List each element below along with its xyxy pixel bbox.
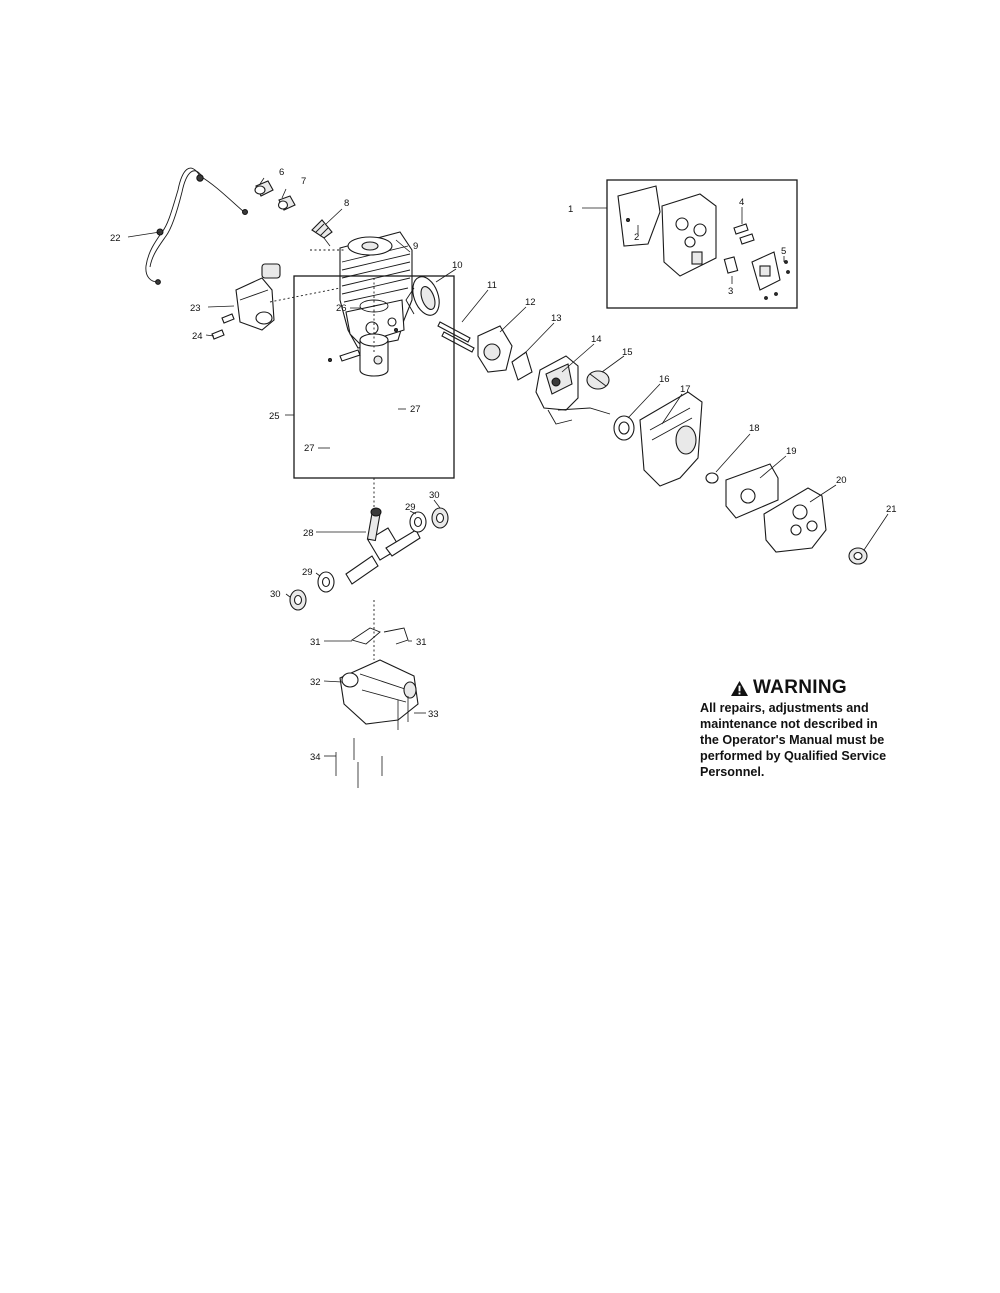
part-15-choke — [586, 370, 610, 390]
part-11-bolts — [437, 321, 475, 353]
callout-8: 8 — [344, 198, 349, 209]
part-14-carburetor — [535, 355, 611, 425]
kit-box-25 — [293, 275, 455, 479]
callout-18: 18 — [749, 423, 760, 434]
warning-line-1: All repairs, adjustments and — [700, 701, 869, 715]
assembly-lines — [269, 249, 375, 660]
callout-15: 15 — [622, 347, 633, 358]
part-29-seal-upper — [409, 511, 427, 533]
callout-30-lower: 30 — [270, 589, 281, 600]
callout-1: 1 — [568, 204, 573, 215]
callout-29-lower: 29 — [302, 567, 313, 578]
callout-22: 22 — [110, 233, 121, 244]
part-33-screws — [397, 696, 409, 730]
warning-title: WARNING — [753, 677, 847, 698]
callout-9: 9 — [413, 241, 418, 252]
part-31-clips — [350, 627, 409, 645]
callout-33: 33 — [428, 709, 439, 720]
part-8-spark-plug — [311, 219, 333, 247]
callout-4: 4 — [739, 197, 744, 208]
warning-line-2: maintenance not described in — [700, 717, 878, 731]
part-19-plate — [725, 463, 779, 519]
callout-32: 32 — [310, 677, 321, 688]
callout-2: 2 — [634, 232, 639, 243]
callout-numbers: 1 2 3 4 5 6 7 8 9 10 11 12 13 14 15 16 1… — [110, 167, 897, 763]
part-9-cylinder — [339, 231, 413, 349]
part-32-crankcase — [339, 659, 419, 725]
part-21-knob — [848, 547, 868, 565]
part-10-intake-boot — [405, 276, 440, 316]
callout-20: 20 — [836, 475, 847, 486]
callout-31-right: 31 — [416, 637, 427, 648]
callout-24: 24 — [192, 331, 203, 342]
kit-box-1 — [606, 179, 798, 309]
callout-28: 28 — [303, 528, 314, 539]
callout-26: 26 — [336, 303, 347, 314]
part-6 — [254, 180, 274, 197]
part-13-gasket — [511, 351, 533, 381]
warning-line-4: performed by Qualified Service — [700, 749, 887, 763]
warning-notice: WARNING All repairs, adjustments and mai… — [700, 677, 930, 780]
callout-21: 21 — [886, 504, 897, 515]
warning-body: All repairs, adjustments and maintenance… — [700, 700, 930, 780]
part-23-ignition-module — [235, 263, 281, 331]
leader-lines — [127, 177, 889, 757]
warning-title-row: WARNING — [730, 677, 930, 699]
callout-17: 17 — [680, 384, 691, 395]
callout-34: 34 — [310, 752, 321, 763]
callout-27-left: 27 — [304, 443, 315, 454]
callout-10: 10 — [452, 260, 463, 271]
callout-29-upper: 29 — [405, 502, 416, 513]
part-17-air-box — [639, 391, 703, 487]
callout-16: 16 — [659, 374, 670, 385]
callout-23: 23 — [190, 303, 201, 314]
part-7 — [277, 195, 296, 211]
warning-line-3: the Operator's Manual must be — [700, 733, 885, 747]
callout-5: 5 — [781, 246, 786, 257]
part-22-wire — [145, 167, 248, 285]
callout-14: 14 — [591, 334, 602, 345]
callout-13: 13 — [551, 313, 562, 324]
part-24-screws — [211, 313, 235, 340]
callout-3: 3 — [728, 286, 733, 297]
part-30-bearing-upper — [431, 507, 449, 529]
part-30-bearing-lower — [289, 589, 307, 611]
callout-11: 11 — [487, 280, 497, 291]
warning-line-5: Personnel. — [700, 765, 765, 779]
callout-30-upper: 30 — [429, 490, 440, 501]
part-12-adapter — [477, 325, 513, 373]
part-18-nut — [705, 472, 719, 484]
callout-19: 19 — [786, 446, 797, 457]
callout-25: 25 — [269, 411, 280, 422]
part-29-seal-lower — [317, 571, 335, 593]
callout-31-left: 31 — [310, 637, 321, 648]
callout-6: 6 — [279, 167, 284, 178]
warning-triangle-icon — [731, 680, 748, 696]
callout-7: 7 — [301, 176, 306, 187]
part-34-screws — [335, 738, 383, 788]
callout-27-right: 27 — [410, 404, 421, 415]
callout-12: 12 — [525, 297, 536, 308]
part-20-filter-cover — [763, 487, 827, 553]
part-16-washer — [613, 415, 635, 441]
part-28-crankshaft — [345, 507, 421, 585]
